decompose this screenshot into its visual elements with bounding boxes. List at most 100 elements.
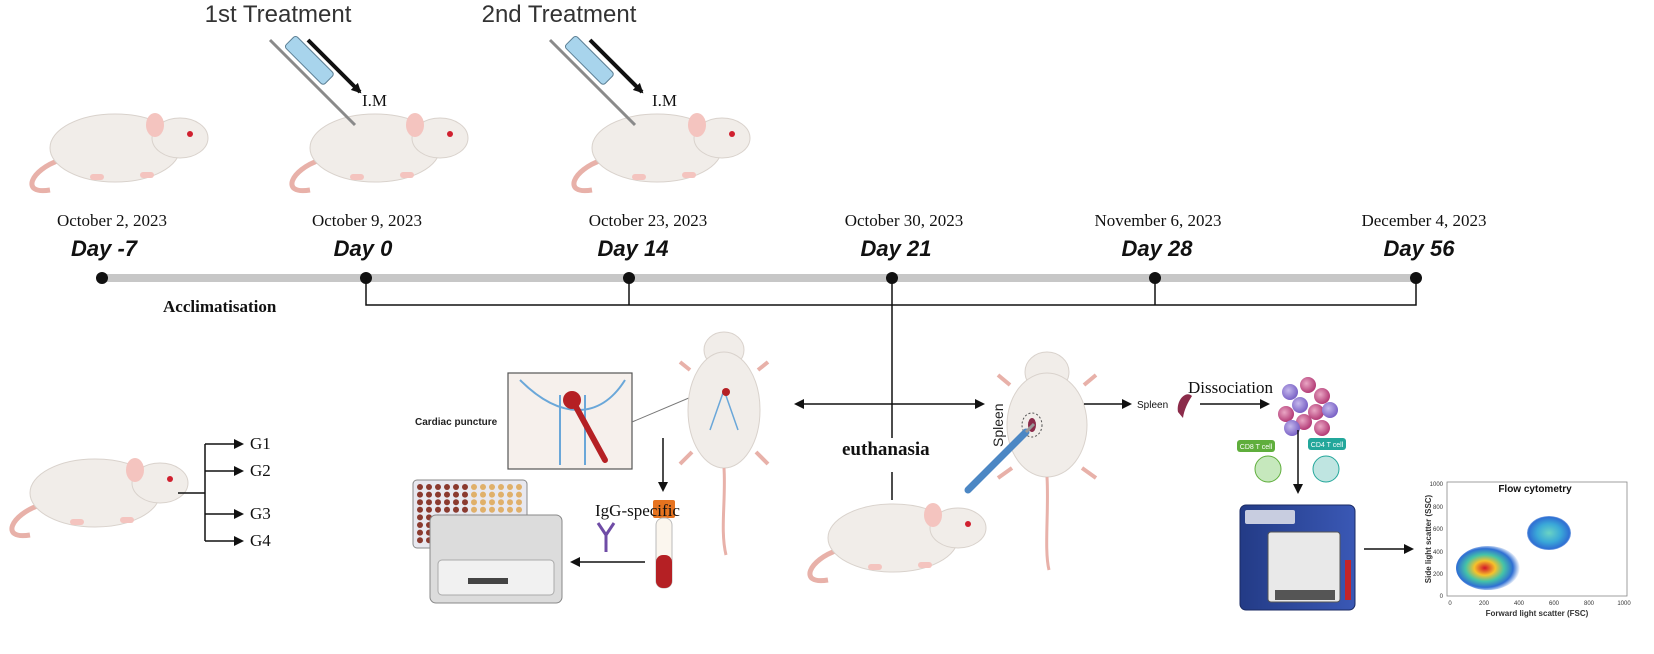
flow-cytometer-icon [1239,504,1356,611]
mouse-dorsal-blood [678,331,770,556]
flow-cytometry-plot [1446,481,1628,597]
y-tick: 0 [1440,594,1444,600]
mouse-illustration-acclimatisation [29,113,209,194]
dissociation-label: Dissociation [1188,378,1273,397]
cardiac-puncture-inset [507,372,633,470]
timepoint-bracket [365,278,1417,500]
plate-well [507,499,513,506]
flow-plot-ylabel: Side light scatter (SSC) [1424,494,1433,583]
cell [1284,420,1300,436]
plate-well [480,506,486,513]
plate-well [417,529,423,536]
acclimatisation-label: Acclimatisation [163,297,277,316]
timeline-day-4: Day 21 [861,236,932,261]
timeline-day-2: Day 0 [334,236,393,261]
plate-well [444,506,450,513]
plate-well [498,499,504,506]
y-tick: 600 [1433,527,1444,533]
plate-well [426,491,432,498]
plate-well [444,491,450,498]
flow-plot-yticks: 0 200 400 600 800 1000 [1430,482,1444,600]
group-label-4: G4 [250,531,271,550]
plate-well [480,499,486,506]
plate-well [417,537,423,544]
plate-well [435,499,441,506]
timeline-day-6: Day 56 [1384,236,1456,261]
plate-well [516,499,522,506]
flow-plot-xlabel: Forward light scatter (FSC) [1486,609,1589,618]
spleen-organ-label: Spleen [990,403,1006,447]
cell [1300,377,1316,393]
igg-specific-label: IgG-specific [595,501,680,520]
plate-well [462,499,468,506]
plate-well [426,499,432,506]
second-treatment-title: 2nd Treatment [482,1,637,28]
euthanasia-label: euthanasia [842,439,930,460]
plate-well [417,499,423,506]
plate-well [489,491,495,498]
syringe-icon [548,35,644,127]
first-treatment-title: 1st Treatment [205,1,352,28]
plate-well [507,506,513,513]
plate-well [507,491,513,498]
plate-well [417,491,423,498]
scalpel-icon [964,422,1036,494]
plate-well [516,484,522,490]
plate-well [453,491,459,498]
timeline-date-4: October 30, 2023 [845,211,964,230]
timeline-day-3: Day 14 [598,236,669,261]
cell [1322,402,1338,418]
group-label-3: G3 [250,504,271,523]
plate-well [489,499,495,506]
splenocyte-cluster-icon [1278,377,1338,436]
plate-well [516,506,522,513]
x-tick: 400 [1514,601,1525,607]
plate-well [480,484,486,490]
cd8-label: CD8 T cell [1240,444,1273,451]
plate-well [444,499,450,506]
x-tick: 600 [1549,601,1560,607]
plate-well [417,522,423,528]
spleen-label: Spleen [1137,400,1168,411]
cell [1314,388,1330,404]
y-tick: 800 [1433,505,1444,511]
timeline-marker [96,272,108,284]
plate-well [462,491,468,498]
plate-reader-icon [429,514,563,604]
timeline-day-1: Day -7 [71,236,139,261]
timeline-date-2: October 9, 2023 [312,211,422,230]
cd8-cell-icon [1254,455,1282,483]
group-label-2: G2 [250,461,271,480]
x-tick: 200 [1479,601,1490,607]
cell [1314,420,1330,436]
plate-well [435,491,441,498]
x-tick: 0 [1448,601,1452,607]
cell [1278,406,1294,422]
cell [1296,414,1312,430]
x-tick: 1000 [1617,601,1631,607]
plate-well [471,491,477,498]
cd4-tag [1308,438,1346,450]
plate-well [471,506,477,513]
timeline-date-1: October 2, 2023 [57,211,167,230]
mouse-illustration-grouping [9,458,189,539]
timeline-date-6: December 4, 2023 [1361,211,1486,230]
plate-well [435,506,441,513]
plate-well [435,484,441,490]
group-split-connector [178,439,244,546]
timeline-date-3: October 23, 2023 [589,211,708,230]
plate-well [462,484,468,490]
route-label-second: I.M [652,91,677,110]
mouse-dorsal-spleen [996,351,1098,571]
route-label-first: I.M [362,91,387,110]
plate-well [453,499,459,506]
plate-well [462,506,468,513]
cell [1308,404,1324,420]
plate-well [516,491,522,498]
cd4-cell-icon [1312,455,1340,483]
x-tick: 800 [1584,601,1595,607]
mouse-illustration-first-treatment [289,113,469,194]
plate-well [417,506,423,513]
plate-well [507,484,513,490]
y-tick: 400 [1433,550,1444,556]
